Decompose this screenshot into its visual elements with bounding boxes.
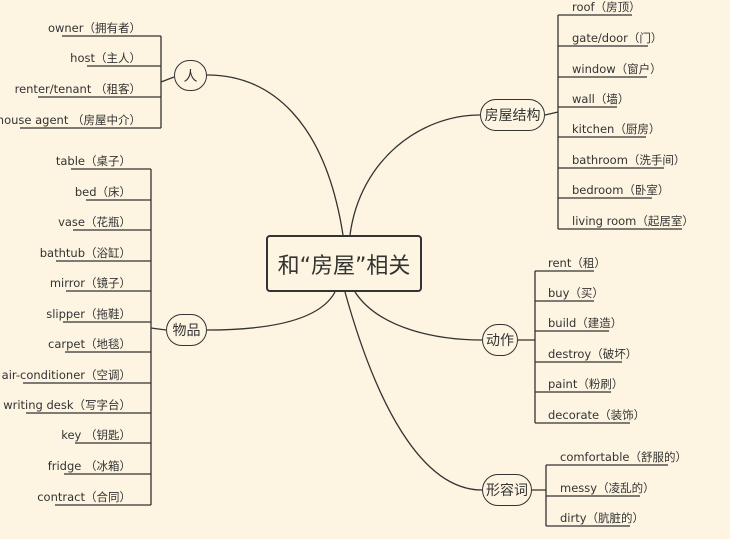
leaf-structure-5[interactable]: kitchen（厨房） [572,122,661,136]
bracket-structure [544,15,559,229]
bracket-person [160,36,175,128]
leaf-person-3[interactable]: renter/tenant （租客） [14,82,141,96]
link-root-person [206,74,344,236]
leaf-structure-2[interactable]: gate/door（门） [572,31,663,45]
branch-goods[interactable]: 物品 [166,314,207,346]
leaf-person-2[interactable]: host（主人） [70,51,141,65]
leaf-goods-12[interactable]: contract（合同） [37,490,131,504]
leaf-goods-11[interactable]: fridge （冰箱） [47,459,131,473]
leaf-goods-5[interactable]: mirror（镜子） [49,276,131,290]
leaf-person-4[interactable]: house agent （房屋中介） [0,113,141,127]
bracket-action [518,271,536,423]
leaf-goods-8[interactable]: air-conditioner（空调） [1,368,131,382]
bracket-adjective [532,465,547,526]
leaf-structure-8[interactable]: living room（起居室） [572,214,694,228]
leaf-goods-6[interactable]: slipper（拖鞋） [46,307,131,321]
leaf-structure-1[interactable]: roof（房顶） [572,0,641,14]
leaf-person-1[interactable]: owner（拥有者） [47,21,141,35]
branch-person[interactable]: 人 [174,60,207,91]
branch-action[interactable]: 动作 [482,324,518,356]
leaf-adjective-3[interactable]: dirty（肮脏的） [560,511,645,525]
leaf-structure-3[interactable]: window（窗户） [572,62,662,76]
leaf-action-1[interactable]: rent（租） [548,256,606,270]
leaf-structure-4[interactable]: wall（墙） [572,92,630,106]
link-root-adjective [344,291,483,491]
leaf-action-4[interactable]: destroy（破坏） [548,347,638,361]
root-node[interactable]: 和“房屋”相关 [266,235,422,292]
leaf-goods-4[interactable]: bathtub（浴缸） [39,246,131,260]
leaf-structure-7[interactable]: bedroom（卧室） [572,183,670,197]
link-root-goods [206,291,336,331]
leaf-adjective-2[interactable]: messy（凌乱的） [560,481,655,495]
leaf-goods-3[interactable]: vase（花瓶） [58,215,131,229]
leaf-action-6[interactable]: decorate（装饰） [548,408,646,422]
link-root-structure [349,114,481,236]
branch-adjective[interactable]: 形容词 [482,474,532,506]
link-root-action [354,291,483,341]
leaf-action-5[interactable]: paint（粉刷） [548,377,624,391]
leaf-goods-10[interactable]: key （钥匙） [61,428,131,442]
leaf-structure-6[interactable]: bathroom（洗手间） [572,153,686,167]
leaf-action-3[interactable]: build（建造） [548,316,623,330]
leaf-adjective-1[interactable]: comfortable（舒服的） [560,450,687,464]
branch-structure[interactable]: 房屋结构 [480,99,545,131]
leaf-goods-2[interactable]: bed（床） [74,185,131,199]
bracket-goods [150,169,167,505]
leaf-action-2[interactable]: buy（买） [548,286,604,300]
leaf-goods-7[interactable]: carpet（地毯） [48,337,131,351]
leaf-goods-9[interactable]: writing desk（写字台） [3,398,131,412]
leaf-goods-1[interactable]: table（桌子） [55,154,131,168]
